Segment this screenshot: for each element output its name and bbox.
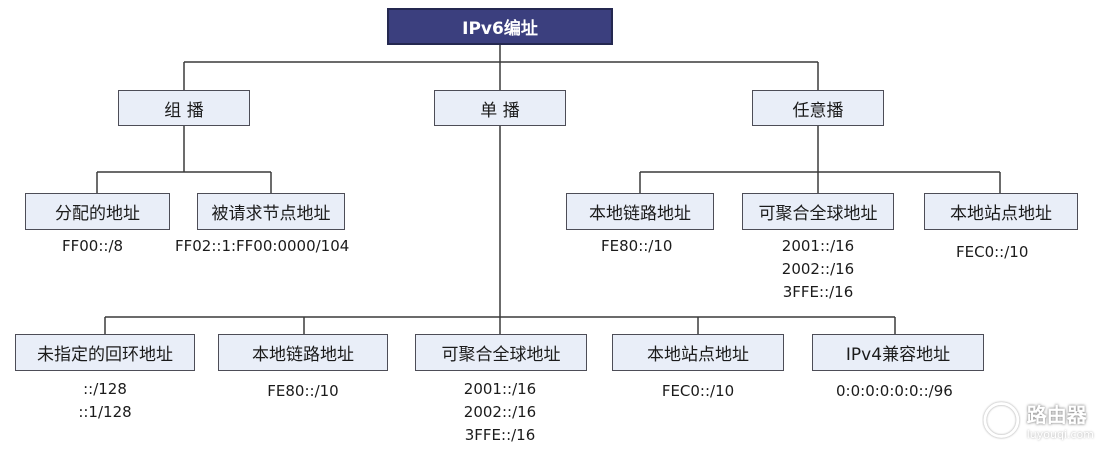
address-text: ::/128 [83, 380, 127, 398]
root-node: IPv6编址 [387, 8, 613, 45]
address-text: 2002::/16 [781, 260, 855, 278]
address-text: 3FFE::/16 [464, 426, 536, 444]
address-text: ::1/128 [78, 403, 132, 421]
category-multicast: 组 播 [118, 90, 250, 126]
address-text: 2001::/16 [463, 380, 537, 398]
address-text: FF00::/8 [62, 237, 124, 255]
multicast-item: 分配的地址 [25, 193, 170, 230]
router-logo-icon [983, 402, 1020, 438]
address-text: 0:0:0:0:0:0::/96 [836, 382, 953, 400]
address-text: 2001::/16 [781, 237, 855, 255]
multicast-item: 被请求节点地址 [197, 193, 345, 230]
address-text: FE80::/10 [601, 237, 673, 255]
address-text: FEC0::/10 [661, 382, 735, 400]
category-unicast: 单 播 [434, 90, 566, 126]
anycast-item: 可聚合全球地址 [742, 193, 894, 230]
unicast-item: 本地站点地址 [612, 334, 784, 371]
category-anycast: 任意播 [752, 90, 884, 126]
watermark: 路由器 luyouqi.com [982, 390, 1094, 450]
unicast-item: 可聚合全球地址 [415, 334, 587, 371]
address-text: FF02::1:FF00:0000/104 [175, 237, 350, 255]
watermark-subtitle: luyouqi.com [1026, 428, 1094, 441]
watermark-title: 路由器 [1026, 403, 1087, 427]
address-text: FE80::/10 [267, 382, 339, 400]
address-text: 3FFE::/16 [782, 283, 854, 301]
anycast-item: 本地站点地址 [924, 193, 1078, 230]
address-text: FEC0::/10 [956, 243, 1029, 261]
unicast-item: 未指定的回环地址 [15, 334, 195, 371]
unicast-item: 本地链路地址 [218, 334, 388, 371]
anycast-item: 本地链路地址 [566, 193, 714, 230]
unicast-item: IPv4兼容地址 [812, 334, 984, 371]
address-text: 2002::/16 [463, 403, 537, 421]
